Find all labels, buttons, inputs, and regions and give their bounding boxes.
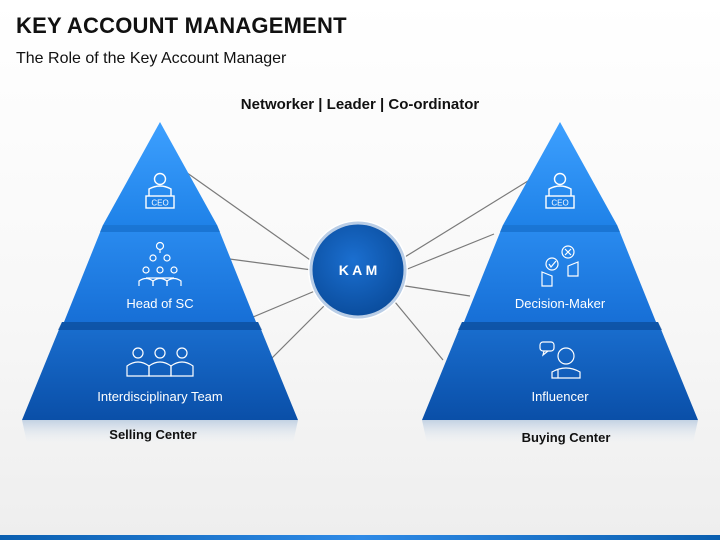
role-tagline: Networker | Leader | Co-ordinator [240,96,480,113]
connector-right-bottom [389,295,444,361]
page-title: KEY ACCOUNT MANAGEMENT [16,13,347,38]
team-group-icon [126,347,194,377]
buying-center-caption: Buying Center [522,430,611,445]
ceo-presenter-icon [545,172,575,209]
buying-center-pyramid: CEO Decision-Maker Influencer Buying Cen… [422,122,698,448]
connector-right-low [398,284,471,297]
influencer-label: Influencer [531,389,589,404]
org-hierarchy-icon [138,241,182,286]
speaking-person-icon [539,341,581,379]
selling-center-pyramid: CEO Head of SC Interdisciplinary Team [22,122,298,448]
ceo-badge: CEO [151,199,168,208]
footer-accent-bar [0,535,720,540]
tier-bottom [22,322,298,420]
tier-bottom [422,322,698,420]
connector-left-low [245,287,323,321]
pyramid-shadow [22,420,298,448]
connector-left-mid [221,257,313,271]
pyramid-shadow [422,420,698,448]
connector-left-top [182,169,314,263]
ceo-badge: CEO [551,199,568,208]
tier-middle [464,225,656,322]
decision-approve-reject-icon [541,245,579,287]
connector-left-bottom [269,299,331,361]
selling-center-caption: Selling Center [109,427,196,442]
decision-maker-label: Decision-Maker [515,296,606,311]
connector-right-mid [404,233,495,271]
page-subtitle: The Role of the Key Account Manager [16,50,287,67]
head-of-sc-label: Head of SC [126,296,193,311]
kam-circle: K A M [308,220,408,320]
ceo-presenter-icon [145,172,175,209]
connector-right-top [399,175,537,261]
connector-lines [182,169,537,361]
interdisciplinary-team-label: Interdisciplinary Team [97,389,222,404]
kam-label: K A M [339,262,378,278]
